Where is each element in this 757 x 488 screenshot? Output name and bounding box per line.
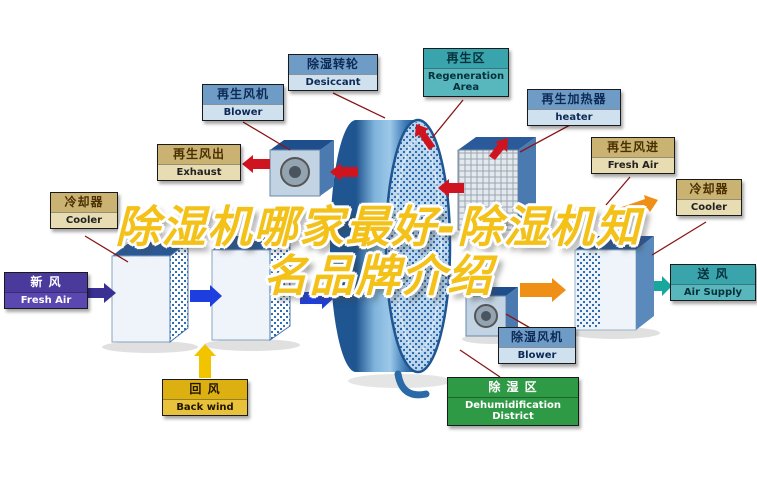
exhaust-label-en: Exhaust <box>158 163 240 181</box>
desiccant-label-zh: 除湿转轮 <box>289 55 377 74</box>
arrow-process-air-1 <box>190 285 222 307</box>
airflow-arrows <box>84 124 672 378</box>
arrow-dry-air-out <box>520 278 566 302</box>
regen-heater-label-zh: 再生加热器 <box>528 90 620 109</box>
arrow-regen-top-right <box>489 138 508 160</box>
arrow-return-air-up <box>194 344 216 378</box>
dehumid-blower-label-zh: 除湿风机 <box>499 328 575 347</box>
heater-unit <box>457 137 536 231</box>
air-supply-label-en: Air Supply <box>671 283 755 301</box>
dehumid-district-label-zh: 除 湿 区 <box>448 378 578 397</box>
fresh-air-label: 新 风 Fresh Air <box>4 272 88 310</box>
dehumid-blower-label: 除湿风机 Blower <box>498 327 576 365</box>
arrow-regen-top-left <box>415 124 435 150</box>
regen-heater-label: 再生加热器 heater <box>527 89 621 127</box>
regen-blower-label-zh: 再生风机 <box>203 85 283 104</box>
left-ahu-unit-1 <box>111 240 189 344</box>
right-ahu-unit <box>574 236 654 331</box>
arrow-air-supply-out <box>654 276 672 296</box>
fresh-air-label-zh: 新 风 <box>5 273 87 292</box>
regeneration-area-label-en: Regeneration Area <box>424 67 508 96</box>
cooler-left-label: 冷却器 Cooler <box>50 192 118 230</box>
regen-fresh-air-label-zh: 再生风进 <box>592 138 674 157</box>
wheel-support <box>394 370 430 399</box>
air-supply-label: 送 风 Air Supply <box>670 264 756 302</box>
air-supply-label-zh: 送 风 <box>671 265 755 284</box>
arrow-to-cooler-right <box>616 195 658 219</box>
arrow-exhaust-out <box>242 155 270 173</box>
back-wind-label-en: Back wind <box>163 398 247 416</box>
regeneration-area-label: 再生区 Regeneration Area <box>423 48 509 97</box>
arrow-process-air-2 <box>300 287 334 309</box>
regeneration-area-label-zh: 再生区 <box>424 49 508 68</box>
cooler-right-label-en: Cooler <box>677 198 741 216</box>
cooler-right-label-zh: 冷却器 <box>677 180 741 199</box>
regen-blower-label-en: Blower <box>203 103 283 121</box>
cooler-left-label-zh: 冷却器 <box>51 193 117 212</box>
regen-blower-unit <box>269 140 334 197</box>
fresh-air-label-en: Fresh Air <box>5 291 87 309</box>
exhaust-label-zh: 再生风出 <box>158 145 240 164</box>
dehumid-district-label: 除 湿 区 Dehumidification District <box>447 377 579 426</box>
exhaust-label: 再生风出 Exhaust <box>157 144 241 182</box>
regen-blower-label: 再生风机 Blower <box>202 84 284 122</box>
left-ahu-unit-2 <box>211 235 291 341</box>
regen-fresh-air-label-en: Fresh Air <box>592 156 674 174</box>
connector-lines <box>84 92 707 378</box>
arrow-heater-to-wheel <box>438 179 464 197</box>
dehumid-district-label-en: Dehumidification District <box>448 396 578 425</box>
desiccant-wheel <box>330 118 452 399</box>
arrow-fresh-air-in <box>84 283 116 303</box>
back-wind-label-zh: 回 风 <box>163 380 247 399</box>
back-wind-label: 回 风 Back wind <box>162 379 248 417</box>
cooler-left-label-en: Cooler <box>51 211 117 229</box>
dehumid-blower-unit <box>465 287 518 337</box>
desiccant-label: 除湿转轮 Desiccant <box>288 54 378 92</box>
regen-fresh-air-label: 再生风进 Fresh Air <box>591 137 675 175</box>
arrow-regen-to-blower <box>330 163 358 181</box>
cooler-right-label: 冷却器 Cooler <box>676 179 742 217</box>
dehumid-blower-label-en: Blower <box>499 346 575 364</box>
desiccant-label-en: Desiccant <box>289 73 377 91</box>
regen-heater-label-en: heater <box>528 108 620 126</box>
